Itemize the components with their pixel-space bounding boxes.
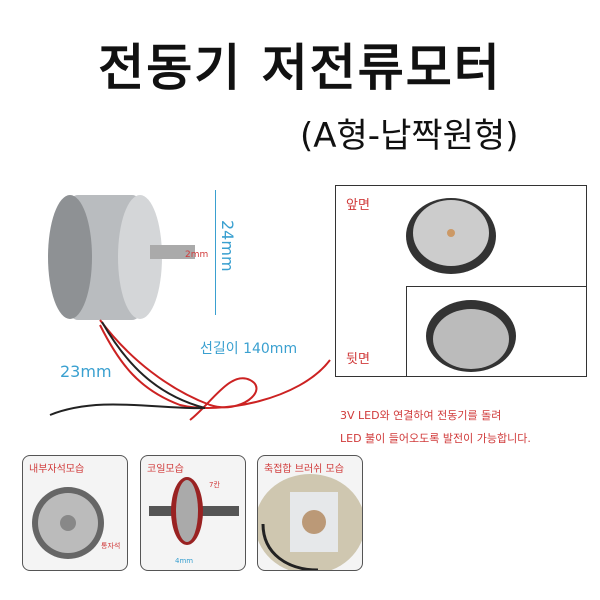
detail-brush: 축접합 브러쉬 모습: [257, 455, 363, 571]
magnet-annotation: 통자석: [101, 542, 121, 550]
note-line-2: LED 불이 들어오도록 발전이 가능합니다.: [340, 432, 531, 445]
coil-annotation: 7칸: [209, 481, 220, 489]
page-subtitle: (A형-납짝원형): [300, 116, 519, 156]
front-view-label: 앞면: [346, 198, 370, 213]
depth-label: 23mm: [60, 362, 112, 381]
wire-length-label: 선길이 140mm: [200, 341, 298, 357]
front-back-panel: 앞면 뒷면: [335, 185, 587, 377]
page-title: 전동기 저전류모터: [98, 39, 502, 97]
detail-magnet: 내부자석모습 통자석: [22, 455, 128, 571]
diameter-label: 24mm: [218, 220, 237, 272]
coil-dimension: 4mm: [175, 557, 194, 565]
motor-photo: [40, 190, 331, 421]
note-line-1: 3V LED와 연결하여 전동기를 돌려: [340, 409, 502, 422]
detail-coil: 코일모습 7칸 4mm: [140, 455, 246, 571]
back-view-label: 뒷면: [346, 352, 370, 367]
shaft-label: 2mm: [185, 250, 209, 260]
